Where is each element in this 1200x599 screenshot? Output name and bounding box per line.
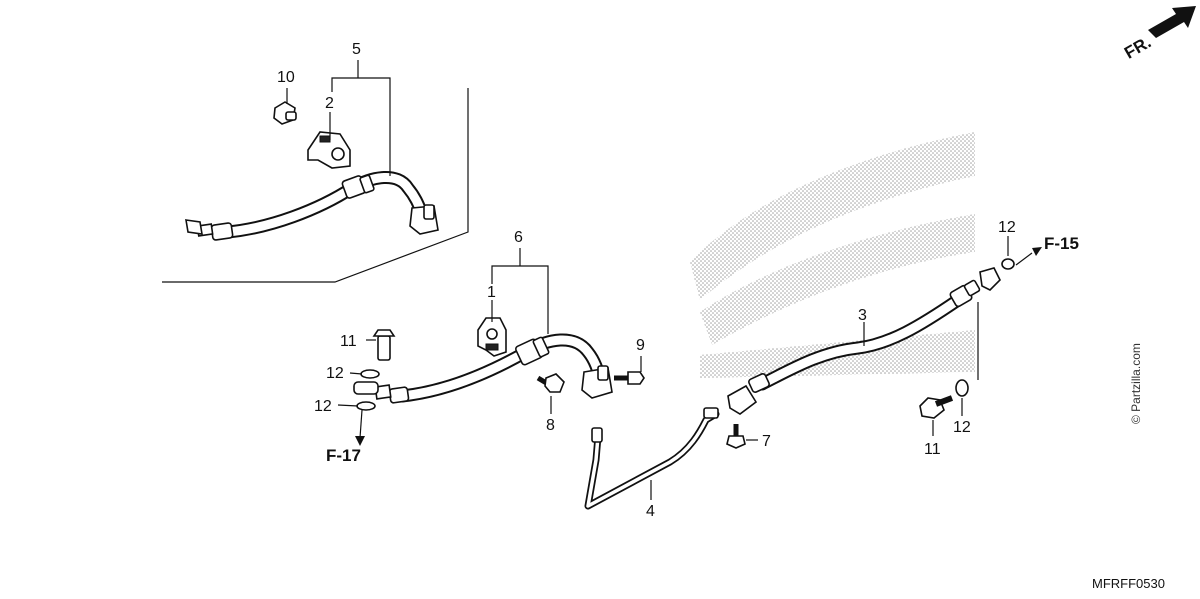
callout-10: 10: [277, 69, 295, 86]
callout-8: 8: [546, 417, 555, 434]
leader-lines: [286, 60, 1042, 500]
callout-12-left-bottom: 12: [314, 398, 332, 415]
watermark-wing-logo: [690, 132, 975, 378]
copyright-text: © Partzilla.com: [1129, 343, 1143, 424]
hose-assembly-6: [374, 333, 613, 404]
bolt-part-7: [726, 424, 746, 449]
banjo-fitting-left: [353, 329, 396, 411]
callout-1: 1: [487, 284, 496, 301]
callout-12-right-top: 12: [998, 219, 1016, 236]
ref-f15: F-15: [1044, 234, 1079, 253]
ref-f17: F-17: [326, 446, 361, 465]
bolt-part-11-right: [919, 395, 954, 419]
callout-6: 6: [514, 229, 523, 246]
callout-12-right-bottom: 12: [953, 419, 971, 436]
callout-4: 4: [646, 503, 655, 520]
front-direction-arrow: FR.: [1121, 6, 1196, 63]
bolt-part-9: [614, 371, 645, 385]
callout-5: 5: [352, 41, 361, 58]
washer-part-12-right: [955, 258, 1015, 397]
diagram-code: MFRFF0530: [1092, 576, 1165, 591]
clamp-part-2: [307, 131, 351, 169]
callout-3: 3: [858, 307, 867, 324]
brake-pipe-part-4: [584, 407, 720, 510]
hose-part-3: [727, 267, 1001, 415]
inset-frame: [162, 88, 469, 283]
front-label: FR.: [1121, 33, 1154, 63]
clamp-part-1: [477, 317, 507, 357]
callout-7: 7: [762, 433, 771, 450]
callout-9: 9: [636, 337, 645, 354]
callout-11-left: 11: [340, 333, 357, 350]
callout-11-right: 11: [924, 441, 941, 458]
inset-hose-assembly: [185, 170, 439, 241]
reference-labels: F-15 F-17: [326, 234, 1079, 465]
bolt-part-8: [536, 373, 565, 393]
bolt-part-10: [273, 101, 297, 125]
callout-labels: 5 10 2 6 1 11 12 12 8 9 3 4 7 11 12 12: [277, 41, 1016, 520]
callout-12-left-top: 12: [326, 365, 344, 382]
callout-2: 2: [325, 95, 334, 112]
